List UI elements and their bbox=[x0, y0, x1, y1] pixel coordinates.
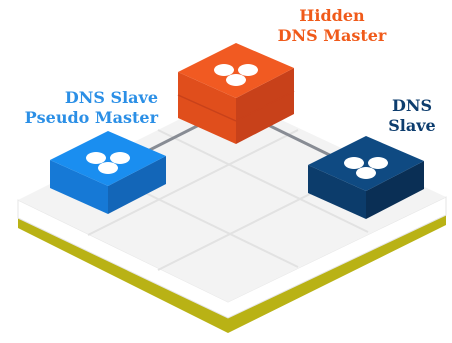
label-slave-line1: DNS bbox=[391, 96, 433, 115]
node-side-left bbox=[50, 160, 108, 214]
node-top bbox=[50, 131, 166, 186]
node-side-right bbox=[108, 156, 166, 214]
node-hidden-master bbox=[177, 43, 295, 144]
label-pseudo-master-line2: Pseudo Master bbox=[24, 108, 158, 127]
label-hidden-master-line2: DNS Master bbox=[277, 26, 387, 45]
node-side-right bbox=[366, 161, 424, 219]
label-slave-line2: Slave bbox=[388, 116, 436, 135]
label-hidden-master-line1: Hidden bbox=[299, 6, 365, 25]
node-top bbox=[178, 43, 294, 98]
node-icon bbox=[86, 152, 130, 174]
label-hidden-master: Hidden DNS Master bbox=[262, 6, 402, 46]
label-pseudo-master-line1: DNS Slave bbox=[64, 88, 158, 107]
node-pseudo-master bbox=[50, 131, 166, 214]
label-pseudo-master: DNS Slave Pseudo Master bbox=[0, 88, 158, 128]
node-side-left bbox=[308, 165, 366, 219]
node-stack-seam bbox=[235, 90, 295, 122]
node-slave bbox=[308, 136, 424, 219]
node-icon bbox=[214, 64, 258, 86]
node-top bbox=[308, 136, 424, 191]
node-icon bbox=[344, 157, 388, 179]
label-slave: DNS Slave bbox=[384, 96, 440, 136]
node-stack-seam bbox=[177, 94, 237, 122]
